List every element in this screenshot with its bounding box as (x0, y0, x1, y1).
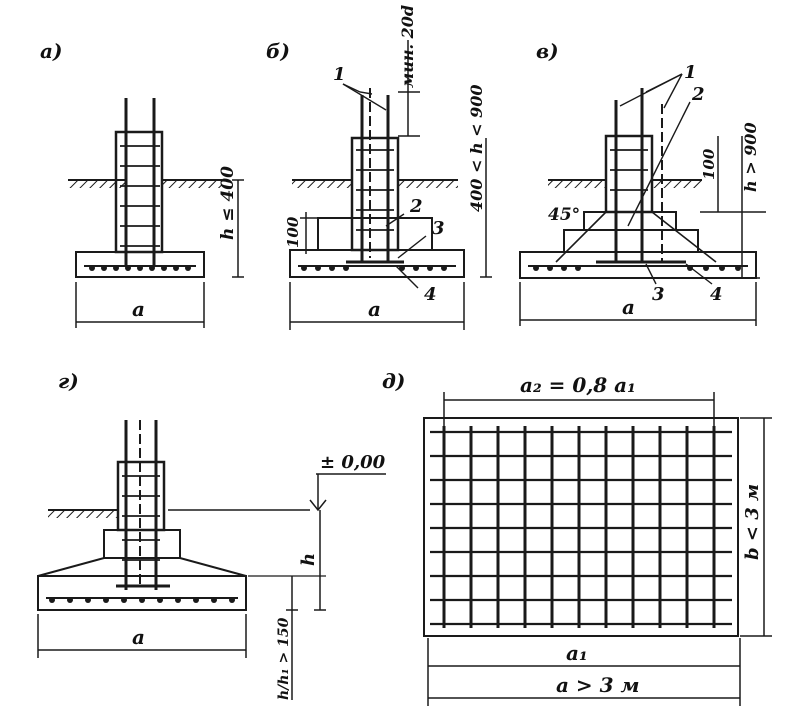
pedestal (103, 529, 181, 559)
footing (519, 251, 757, 279)
footing (75, 251, 205, 278)
callout-1: 1 (684, 62, 697, 83)
stirrups (356, 149, 394, 231)
width-label: a (368, 297, 381, 321)
footing (37, 575, 247, 611)
angle-line-right (651, 211, 717, 263)
h1-label: h/h₁ > 150 (276, 617, 292, 700)
ground-hatch-left (548, 180, 606, 188)
callout-3: 3 (432, 218, 445, 239)
ground-hatch-right (398, 180, 458, 188)
callout-2: 2 (691, 84, 705, 105)
mesh-dots (89, 265, 191, 271)
footing-plan (423, 417, 739, 637)
panel-g-letter: г) (58, 369, 79, 393)
ground-hatch-right (162, 180, 222, 188)
callout-2: 2 (409, 196, 423, 217)
min-length-label: мин. 20d (398, 5, 417, 88)
step-label: 100 (284, 216, 302, 248)
panel-v: в) 45° 1 2 (519, 39, 766, 326)
level-label: ± 0,00 (320, 452, 386, 473)
callout-3: 3 (652, 284, 665, 305)
stirrups (610, 149, 648, 191)
footing (289, 249, 465, 278)
stirrups (120, 145, 160, 247)
panel-d-letter: д) (382, 369, 405, 393)
width-label: a (132, 297, 145, 321)
callout-4: 4 (710, 284, 723, 305)
height-label: 400 < h < 900 (467, 84, 486, 212)
step-label: 100 (700, 148, 718, 180)
panel-d: д) a₂ = 0,8 a₁ b < 3 м a₁ a > 3 м (382, 369, 772, 706)
mesh-dots (301, 265, 447, 271)
mesh-dots (533, 265, 741, 271)
height-label: h ≤ 400 (218, 166, 238, 240)
callout-1: 1 (333, 64, 346, 85)
column (604, 134, 654, 214)
reinforcement-mesh (430, 426, 732, 628)
panel-b-letter: б) (266, 39, 290, 63)
a1-label: a₁ (566, 641, 588, 665)
h-label: h (298, 553, 319, 566)
stirrups (122, 475, 160, 561)
panel-v-letter: в) (536, 39, 559, 63)
column (350, 136, 400, 252)
panel-b: б) 1 2 3 4 (266, 5, 492, 330)
width-label: a (132, 625, 145, 649)
angle-label: 45° (548, 205, 580, 225)
callout-4: 4 (424, 284, 437, 305)
a2-label: a₂ = 0,8 a₁ (520, 373, 636, 397)
panel-a: а) h ≤ 400 a (40, 39, 244, 328)
panel-a-letter: а) (40, 39, 62, 63)
angle-line-left (555, 211, 607, 263)
width-label: a (622, 295, 635, 319)
ground-hatch-left (292, 180, 352, 188)
mesh-dots (49, 597, 235, 603)
ground-hatch-left (48, 510, 118, 518)
ground-hatch-right (652, 180, 702, 188)
b-label: b < 3 м (742, 484, 763, 560)
ground-hatch-left (68, 180, 126, 188)
panel-g: г) ± 0,00 (37, 369, 386, 700)
a-label: a > 3 м (556, 673, 640, 697)
height-label: h > 900 (741, 122, 760, 192)
